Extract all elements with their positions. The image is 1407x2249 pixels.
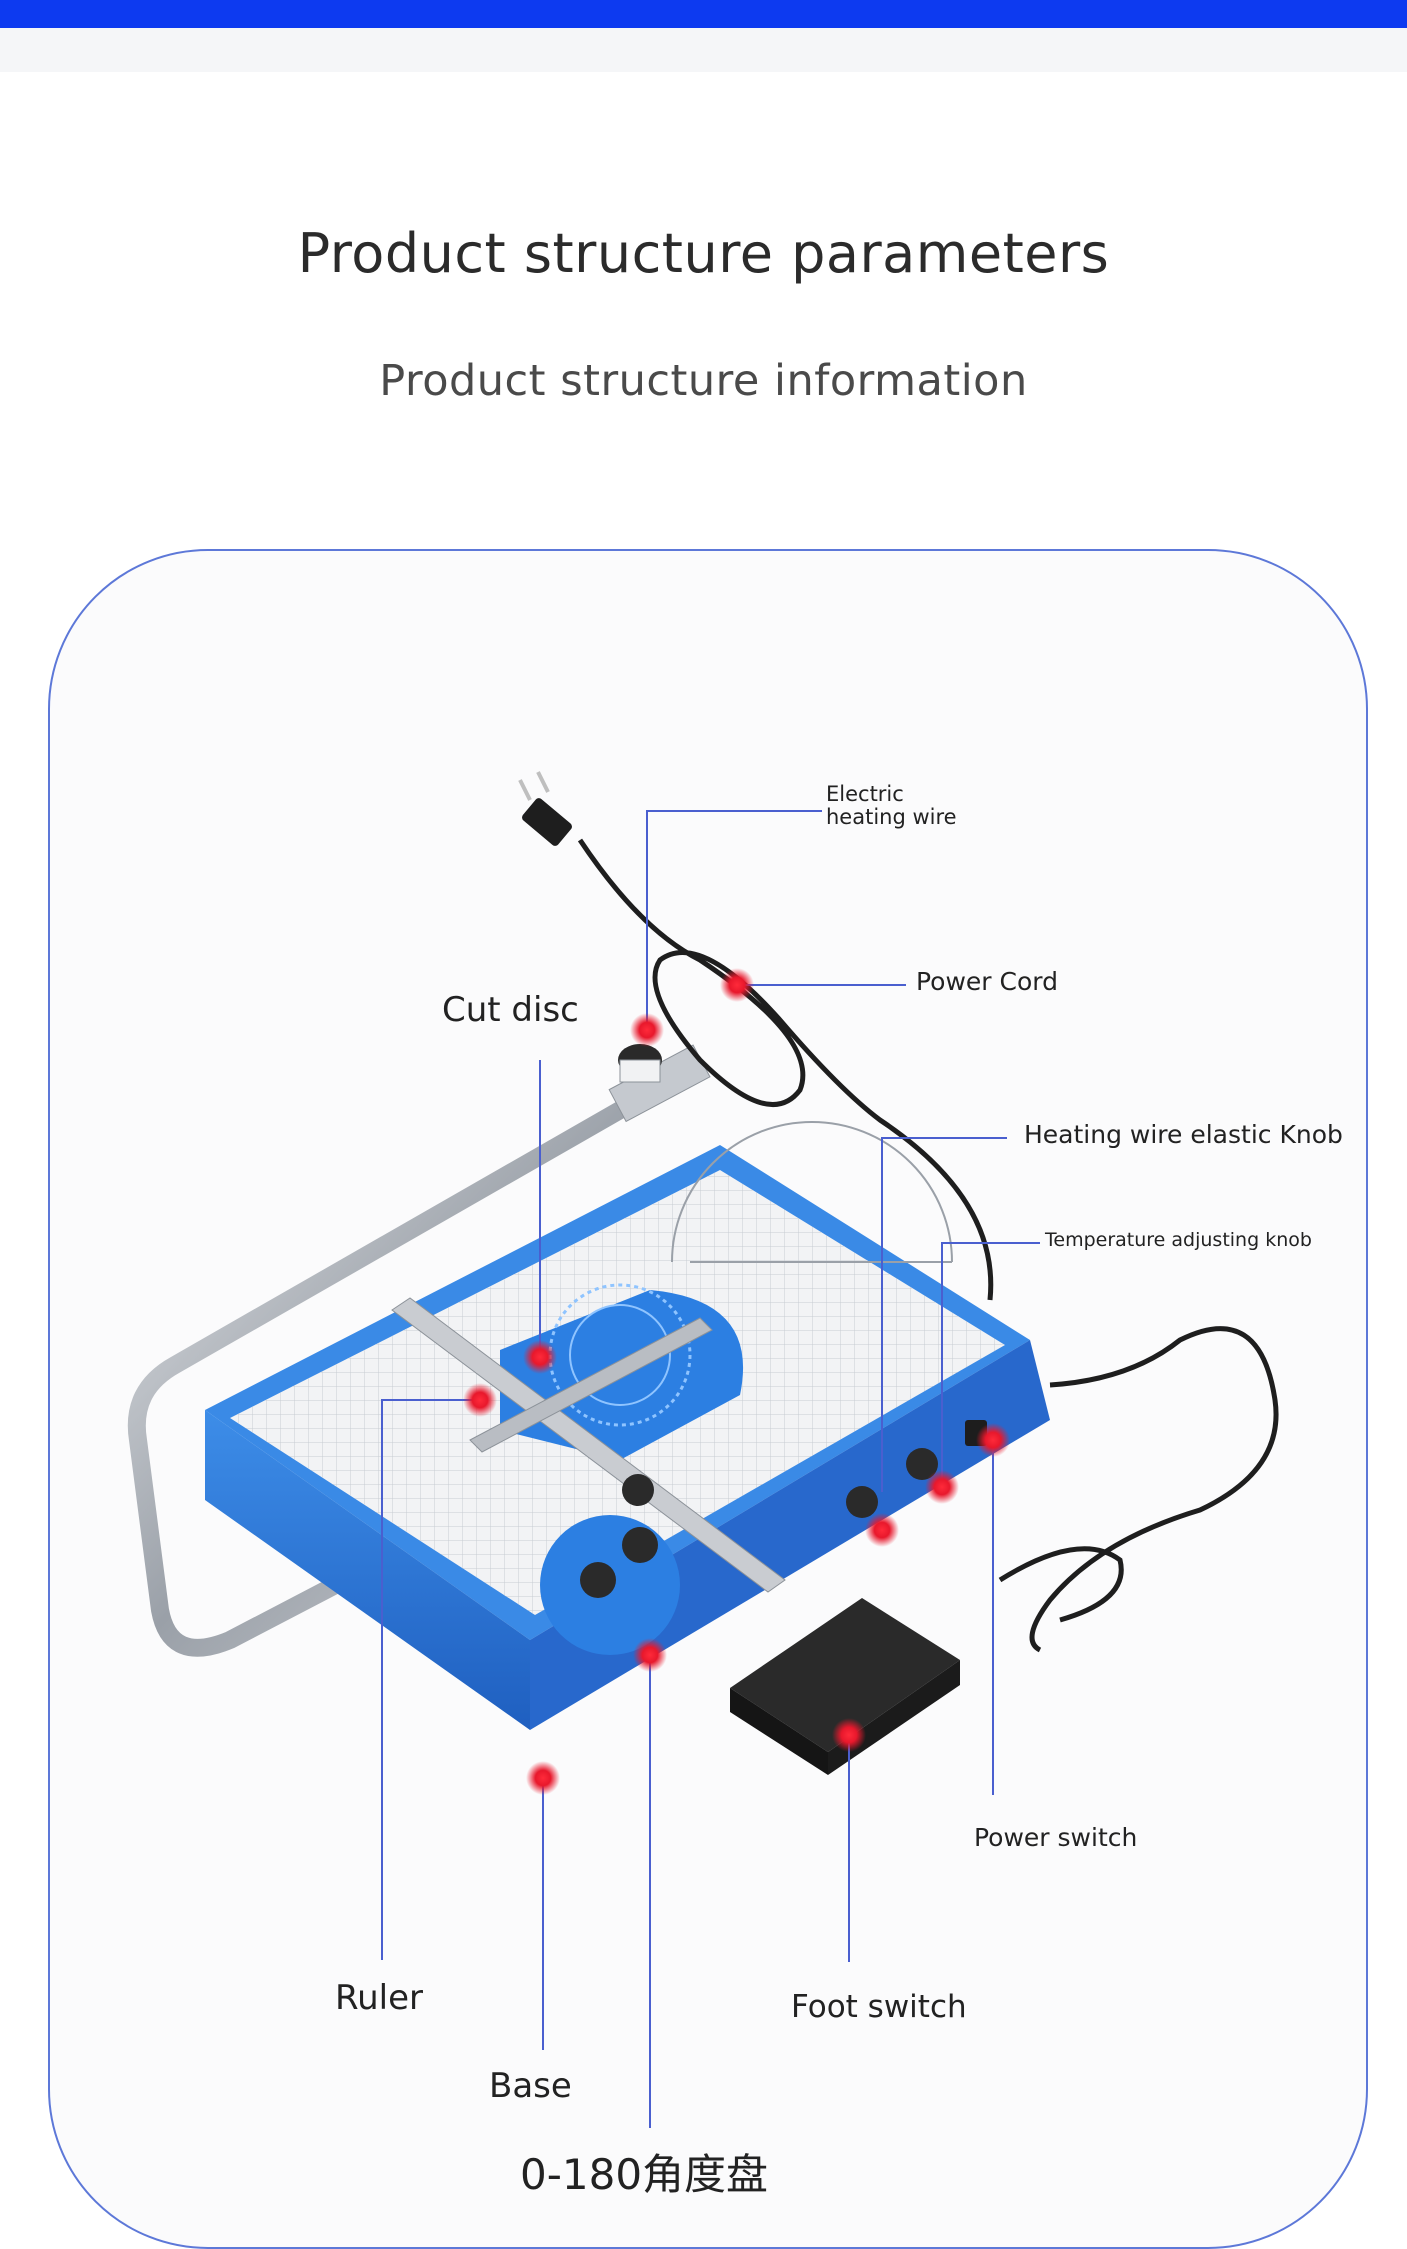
label-base: Base: [489, 2066, 572, 2106]
label-temperature-adjusting-knob: Temperature adjusting knob: [1045, 1229, 1312, 1251]
callout-lines: [381, 810, 1040, 2128]
page-title: Product structure parameters: [297, 222, 1110, 285]
label-angle-disc-partial: 0-180角度盘: [520, 2150, 769, 2199]
label-ruler: Ruler: [335, 1978, 423, 2018]
cut-disc-mount: [618, 1044, 662, 1083]
label-electric-heating-wire: Electric heating wire: [826, 783, 957, 829]
product-diagram: [127, 771, 1279, 2128]
angle-dial: [540, 1474, 680, 1655]
label-heating-wire-elastic-knob: Heating wire elastic Knob: [1024, 1120, 1343, 1149]
label-foot-switch: Foot switch: [791, 1989, 967, 2025]
label-power-switch: Power switch: [974, 1823, 1138, 1852]
label-electric-heating-wire-line2: heating wire: [826, 805, 957, 829]
page-subtitle: Product structure information: [379, 356, 1028, 406]
callout-dots: [463, 968, 1010, 1795]
protractor-scale: [671, 1121, 953, 1263]
top-accent-bar: [0, 0, 1407, 28]
label-electric-heating-wire-line1: Electric: [826, 782, 904, 806]
control-knobs: [846, 1420, 987, 1518]
power-cord: [518, 771, 1279, 1653]
label-cut-disc: Cut disc: [442, 990, 579, 1030]
header-strip: [0, 28, 1407, 72]
label-power-cord: Power Cord: [916, 967, 1058, 996]
